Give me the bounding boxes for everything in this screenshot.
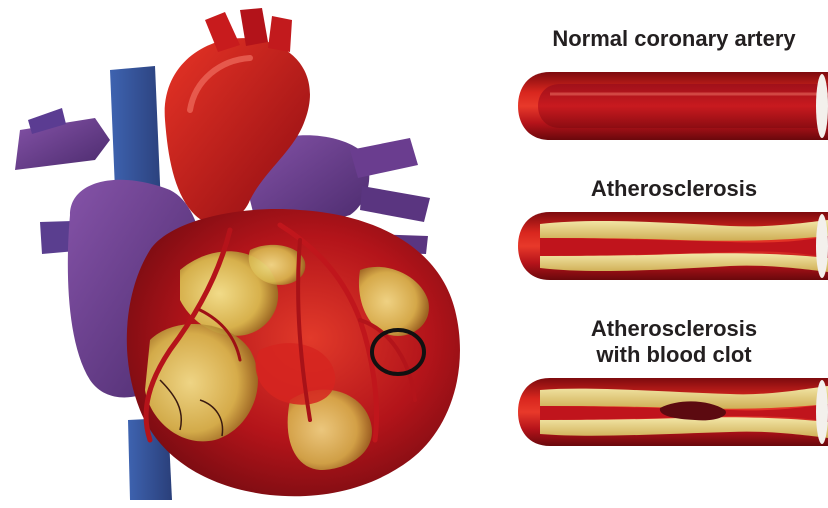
label-clot-line2: with blood clot: [520, 342, 828, 368]
label-atherosclerosis: Atherosclerosis: [520, 176, 828, 202]
label-atherosclerosis-clot: Atherosclerosis with blood clot: [520, 316, 828, 368]
heart-illustration: [0, 0, 520, 508]
artery-atherosclerosis: [510, 204, 828, 288]
artery-normal: [510, 64, 828, 148]
label-clot-line1: Atherosclerosis: [520, 316, 828, 342]
label-normal-artery: Normal coronary artery: [520, 26, 828, 52]
artery-clot: [510, 370, 828, 454]
